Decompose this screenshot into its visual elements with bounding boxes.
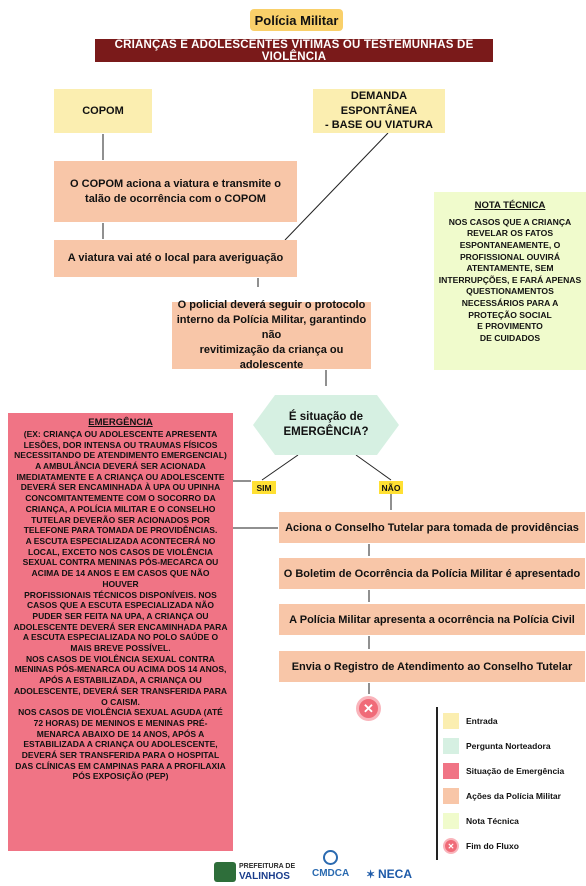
decision-hexagon xyxy=(253,395,399,455)
nota-line: REVELAR OS FATOS xyxy=(466,228,554,239)
emergencia-line: PROFISSIONAIS TÉCNICOS DISPONÍVEIS. NOS xyxy=(24,589,217,600)
action-conselho-tutelar: Aciona o Conselho Tutelar para tomada de… xyxy=(279,512,585,543)
emergencia-line: MENARCA ABAIXO DE 14 ANOS, APÓS A xyxy=(36,728,205,739)
emergencia-line: ESTABILIZADA A CRIANÇA OU ADOLESCENTE, xyxy=(23,739,218,750)
protocol-line-3: revitimização da criança ou adolescente xyxy=(199,343,344,371)
demanda-line-1: DEMANDA ESPONTÂNEA xyxy=(340,89,418,117)
decision-question: É situação de EMERGÊNCIA? xyxy=(253,395,399,455)
demanda-line-2: - BASE OU VIATURA xyxy=(325,119,433,132)
emergencia-line: ADOLESCENTE, DEVERÁ SER TRANSFERIDA PARA xyxy=(14,685,227,696)
emergencia-line: A ESCUTA ESPECIALIZADA ACONTECERÁ NO xyxy=(25,536,216,546)
cmdca-logo-icon xyxy=(323,850,338,865)
emergencia-line: A AMBULÂNCIA DEVERÁ SER ACIONADA xyxy=(35,461,206,472)
entry-demanda-espontanea: DEMANDA ESPONTÂNEA - BASE OU VIATURA xyxy=(313,89,445,133)
legend-swatch-acoes xyxy=(443,788,459,804)
emergencia-line: O CAISM. xyxy=(101,696,140,707)
step1-line-1: O COPOM aciona a viatura e transmite o xyxy=(70,177,281,190)
emergencia-line: NECESSITANDO DE ATENDIMENTO EMERGENCIAL) xyxy=(14,450,227,461)
decision-line-2: EMERGÊNCIA? xyxy=(283,426,369,438)
emergencia-line: APÓS A ESTABILIZADA, A CRIANÇA OU xyxy=(39,675,202,686)
emergencia-line: PÓS EXPOSIÇÃO (PEP) xyxy=(72,771,169,782)
nota-line: NECESSÁRIOS PARA A xyxy=(461,297,559,308)
end-of-flow-icon: ✕ xyxy=(356,696,381,721)
emergencia-line: (EX: CRIANÇA OU ADOLESCENTE APRESENTA xyxy=(23,428,218,439)
footer-logos: PREFEITURA DE VALINHOS CMDCA ✶ NECA xyxy=(210,848,440,884)
protocol-line-2: interno da Polícia Militar, garantindo n… xyxy=(176,314,367,342)
emergencia-line: CRIANÇA, A POLÍCIA MILITAR E O CONSELHO xyxy=(25,503,216,514)
protocol-line-1: O policial deverá seguir o protocolo xyxy=(177,299,366,312)
legend-swatch-pergunta xyxy=(443,738,459,754)
page-subtitle: CRIANÇAS E ADOLESCENTES VÍTIMAS OU TESTE… xyxy=(95,39,493,63)
step1-line-2: talão de ocorrência com o COPOM xyxy=(85,192,266,205)
prefeitura-logo-line-2: VALINHOS xyxy=(239,871,290,882)
neca-logo-text: NECA xyxy=(378,867,413,881)
nota-line: QUESTIONAMENTOS xyxy=(466,286,554,297)
emergencia-line: ADOLESCENTE DEVERÁ SER ENCAMINHADA PARA xyxy=(13,621,228,632)
action-policia-civil: A Polícia Militar apresenta a ocorrência… xyxy=(279,604,585,635)
emergencia-line: MAIS BREVE POSSÍVEL. xyxy=(70,643,171,654)
sim-tag: SIM xyxy=(252,481,276,494)
emergencia-line: NOS CASOS DE VIOLÊNCIA SEXUAL AGUDA (ATÉ xyxy=(18,707,223,718)
action-boletim-ocorrencia: O Boletim de Ocorrência da Polícia Milit… xyxy=(279,558,585,589)
nota-line: ATENTAMENTE, SEM xyxy=(466,263,554,274)
emergencia-line: NOS CASOS DE VIOLÊNCIA SEXUAL CONTRA xyxy=(26,653,215,664)
prefeitura-logo-icon xyxy=(214,862,236,882)
nota-line: ESPONTANEAMENTE, O xyxy=(459,240,561,250)
legend-label-pergunta: Pergunta Norteadora xyxy=(466,741,551,751)
emergencia-box: EMERGÊNCIA (EX: CRIANÇA OU ADOLESCENTE A… xyxy=(8,413,233,851)
emergencia-line: IMEDIATAMENTE E A CRIANÇA OU ADOLESCENTE xyxy=(16,471,225,482)
emergencia-title: EMERGÊNCIA xyxy=(88,417,153,428)
emergencia-line: DEVERÁ SER ENCAMINHADA À UPA OU UPINHA xyxy=(20,482,221,493)
legend-label-emergencia: Situação de Emergência xyxy=(466,766,565,776)
emergencia-line: TUTELAR DEVERÃO SER ACIONADOS POR xyxy=(31,514,210,525)
emergencia-line: SEXUAL CONTRA MENINAS PÓS-MECARCA OU xyxy=(22,557,219,568)
nota-tecnica-box: NOTA TÉCNICA NOS CASOS QUE A CRIANÇA REV… xyxy=(434,192,586,370)
legend-divider xyxy=(436,707,438,860)
nota-line: E PROVIMENTO xyxy=(477,321,543,332)
decision-line-1: É situação de xyxy=(288,411,364,424)
emergencia-line: DAS CLÍNICAS EM CAMPINAS PARA A PROFILAX… xyxy=(15,760,226,771)
step-viatura-averiguacao: A viatura vai até o local para averiguaç… xyxy=(54,240,297,277)
legend-label-entrada: Entrada xyxy=(466,716,498,726)
step-protocolo: O policial deverá seguir o protocolo int… xyxy=(172,299,371,371)
emergencia-line: ACIMA DE 14 ANOS E EM CASOS QUE NÃO HOUV… xyxy=(31,568,210,589)
legend-swatch-entrada xyxy=(443,713,459,729)
emergencia-line: PUDER SER FEITA NA UPA, A CRIANÇA OU xyxy=(32,610,209,621)
nao-tag: NÃO xyxy=(379,481,403,494)
emergencia-line: 72 HORAS) DE MENINOS E MENINAS PRÉ- xyxy=(33,717,208,728)
step-copom-aciona: O COPOM aciona a viatura e transmite o t… xyxy=(54,161,297,222)
emergencia-line: CASOS QUE A ESCUTA ESPECIALIZADA NÃO xyxy=(26,600,214,611)
emergencia-line: MENINAS PÓS-MENARCA OU ACIMA DOS 14 ANOS… xyxy=(14,664,227,675)
legend-label-nota: Nota Técnica xyxy=(466,816,519,826)
emergencia-line: CONCOMITANTEMENTE COM O SOCORRO DA xyxy=(25,493,216,504)
action-registro-atendimento: Envia o Registro de Atendimento ao Conse… xyxy=(279,651,585,682)
legend-label-acoes: Ações da Polícia Militar xyxy=(466,791,561,801)
cmdca-logo-text: CMDCA xyxy=(312,868,350,879)
nota-line: INTERRUPÇÕES, E FARÁ APENAS xyxy=(438,274,582,285)
legend-label-fim: Fim do Fluxo xyxy=(466,841,519,851)
nota-tecnica-title: NOTA TÉCNICA xyxy=(474,200,546,211)
nota-line: NOS CASOS QUE A CRIANÇA xyxy=(448,216,572,227)
prefeitura-logo-line-1: PREFEITURA DE xyxy=(239,863,296,870)
emergencia-line: LESÕES, DOR INTENSA OU TRAUMAS FÍSICOS xyxy=(23,439,218,450)
legend-swatch-emergencia xyxy=(443,763,459,779)
entry-copom: COPOM xyxy=(54,89,152,133)
emergencia-line: A ESCUTA ESPECIALIZADA NO POLO SAÚDE O xyxy=(22,632,219,643)
legend-swatch-nota xyxy=(443,813,459,829)
legend-end-icon: ✕ xyxy=(443,838,459,854)
neca-logo-icon: ✶ xyxy=(366,869,376,881)
nota-line: PROFISSIONAL OUVIRÁ xyxy=(459,251,561,262)
nota-line: DE CUIDADOS xyxy=(479,332,541,343)
page-title: Polícia Militar xyxy=(250,9,343,31)
emergencia-line: LOCAL, EXCETO NOS CASOS DE VIOLÊNCIA xyxy=(28,546,213,557)
emergencia-line: DEVERÁ SER TRANSFERIDA PARA O HOSPITAL xyxy=(21,750,220,761)
emergencia-line: TELEFONE PARA TOMADA DE PROVIDÊNCIAS. xyxy=(23,525,218,536)
nota-line: PROTEÇÃO SOCIAL xyxy=(468,309,552,320)
